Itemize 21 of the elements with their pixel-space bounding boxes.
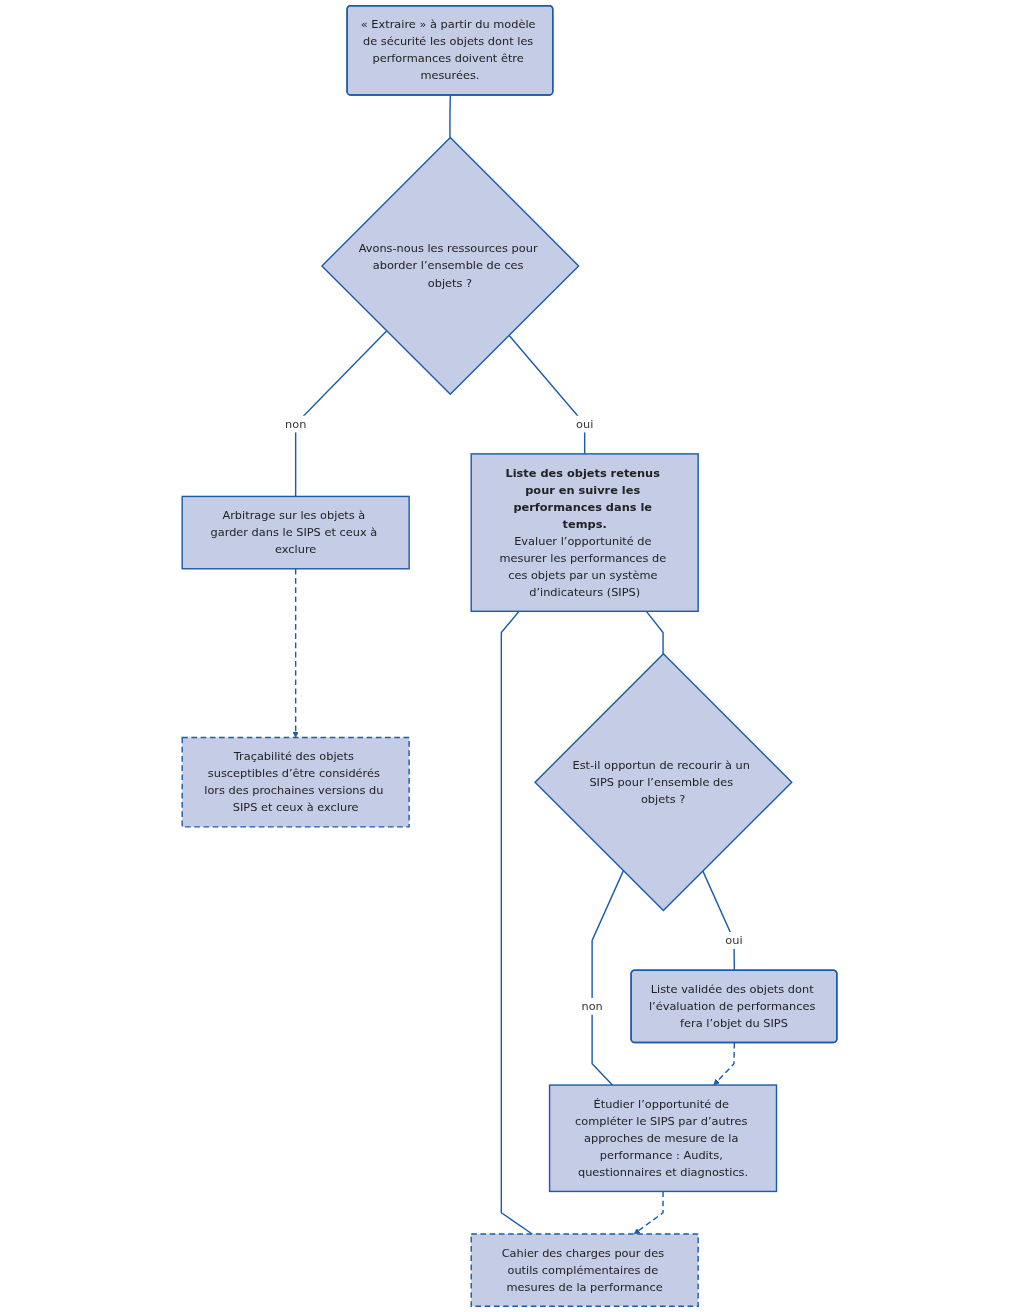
node-diamond: Avons-nous les ressources pour aborder l’ensemble de ces objets ? — [320, 136, 580, 396]
node-diamond: Est-il opportun de recourir à un SIPS pour l’ensemble des objets ? — [534, 652, 793, 912]
arrow — [292, 568, 299, 738]
connector — [449, 94, 451, 139]
connector — [500, 610, 533, 1235]
arrow — [633, 1190, 664, 1235]
node-box: Cahier des charges pour des outils complémentaires de mesures de la performance — [470, 1233, 699, 1308]
node-box: Arbitrage sur les objets à garder dans le SIPS et ceux à exclure — [181, 495, 410, 570]
connector — [702, 870, 736, 972]
arrow — [713, 1042, 736, 1086]
connector — [591, 870, 624, 1086]
node-box: Étudier l’opportunité de compléter le SIPS par d’autres approches de mesure de la performance : Audits, questionnaires et diagnostics. — [548, 1084, 778, 1193]
edge-label: non — [284, 417, 307, 431]
connector — [294, 330, 388, 498]
node-box: Traçabilité des objets susceptibles d’être considérés lors des prochaines versions du SIPS et ceux à exclure — [181, 736, 410, 828]
edge-label: oui — [576, 417, 594, 431]
connector — [645, 610, 664, 655]
edge-label: oui — [725, 933, 743, 947]
edge-label: non — [581, 999, 603, 1013]
node-box: Liste des objets retenus pour en suivre les performances dans le temps. Evaluer l’opportunité de mesurer les performances de ces objets par un système d’indicateurs (SIPS) — [470, 453, 699, 613]
connector — [508, 334, 586, 455]
